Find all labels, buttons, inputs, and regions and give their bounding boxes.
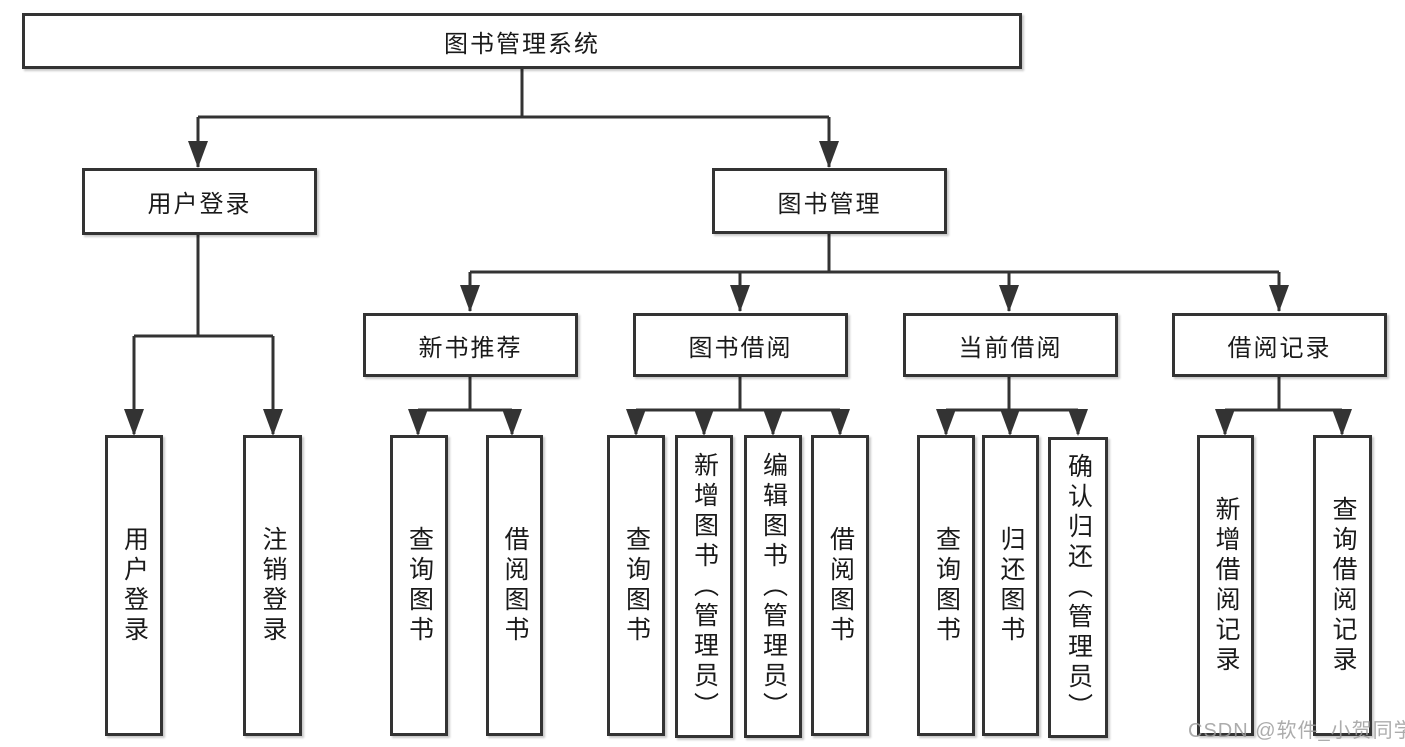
node-book-management: 图书管理 — [712, 168, 947, 234]
node-borrowing-records: 借阅记录 — [1172, 313, 1387, 377]
leaf-borrow-books-recommend: 借阅图书 — [486, 435, 543, 736]
leaf-borrow-books: 借阅图书 — [811, 435, 869, 736]
leaf-query-books-current: 查询图书 — [917, 435, 975, 736]
leaf-logout: 注销登录 — [243, 435, 302, 736]
leaf-add-borrow-record: 新增借阅记录 — [1197, 435, 1254, 736]
node-book-borrowing: 图书借阅 — [633, 313, 848, 377]
leaf-query-borrow-record: 查询借阅记录 — [1313, 435, 1372, 736]
node-current-borrowing: 当前借阅 — [903, 313, 1118, 377]
connector-stems — [132, 68, 1344, 434]
leaf-return-books: 归还图书 — [982, 435, 1039, 736]
leaf-user-login: 用户登录 — [105, 435, 163, 736]
node-new-book-recommend: 新书推荐 — [363, 313, 578, 377]
leaf-query-books-borrow: 查询图书 — [607, 435, 665, 736]
leaf-edit-books-admin: 编辑图书（管理员） — [744, 435, 802, 738]
leaf-query-books-recommend: 查询图书 — [390, 435, 448, 736]
leaf-confirm-return-admin: 确认归还（管理员） — [1048, 437, 1108, 738]
leaf-add-books-admin: 新增图书（管理员） — [675, 435, 733, 738]
csdn-watermark: CSDN @软件_小贺同学 — [1188, 720, 1405, 742]
node-library-management-system: 图书管理系统 — [22, 13, 1022, 69]
node-user-login: 用户登录 — [82, 168, 317, 235]
